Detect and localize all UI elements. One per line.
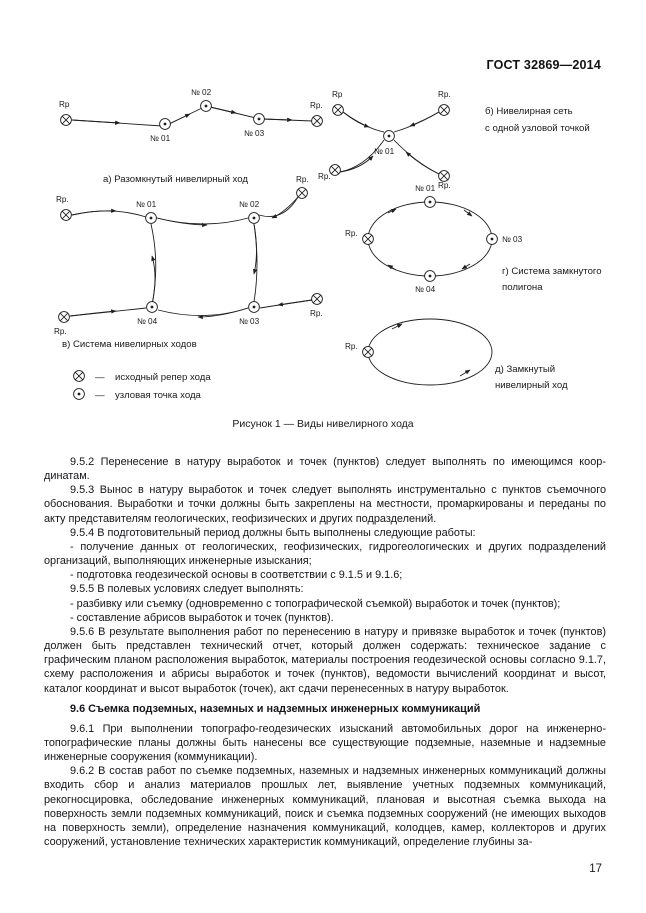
symbol-node-v-04 — [146, 301, 158, 313]
symbol-benchmark-v-tr — [296, 187, 308, 199]
paragraph-9-5-3: 9.5.3 Вынос в натуру выработок и точек с… — [44, 484, 606, 525]
diagram-g-caption-line1: г) Система замкнутого — [502, 266, 602, 277]
paragraph-9-5-5: 9.5.5 В полевых условиях следует выполня… — [70, 583, 304, 596]
legend-text-benchmark: исходный репер хода — [115, 372, 211, 383]
symbol-benchmark-d-left — [362, 346, 374, 358]
body-content: 9.5.2 Перенесение в натуру выработок и т… — [44, 455, 606, 849]
symbol-node-g-01 — [424, 196, 436, 208]
diagram-v-caption: в) Система нивелирных ходов — [62, 339, 197, 350]
symbol-benchmark-v-bl — [58, 311, 70, 323]
diagram-v-label-02: № 02 — [239, 200, 260, 209]
symbol-node-b-01 — [383, 130, 395, 142]
symbol-node-v-02 — [248, 212, 260, 224]
diagram-v-traverse-system: Rp. Rp. Rp. Rp. — [54, 175, 323, 350]
symbol-node-g-03 — [486, 233, 498, 245]
diagram-b-label-01: № 01 — [374, 147, 395, 156]
diagram-g-closed-polygon: Rp. № 01 № 03 № 04 — [345, 184, 602, 294]
diagram-b-label-rp-tr: Rp. — [438, 90, 451, 99]
legend-dash-node: — — [95, 390, 105, 401]
symbol-benchmark-b-tl — [332, 104, 344, 116]
symbol-benchmark-v-br — [311, 293, 323, 305]
diagram-a-label-rp-end: Rp. — [310, 101, 323, 110]
diagram-g-label-rp: Rp. — [345, 229, 358, 238]
diagram-v-label-rp-tl: Rp. — [56, 195, 69, 204]
symbol-benchmark-a-end — [311, 115, 323, 127]
symbol-node-a-02 — [200, 100, 212, 112]
diagram-d-closed-traverse: Rp. д) Замкнутый нивелирный ход — [345, 318, 568, 391]
diagram-g-label-04: № 04 — [415, 285, 436, 294]
diagram-a-label-02: № 02 — [191, 88, 212, 97]
diagram-b-caption-line1: б) Нивелирная сеть — [485, 106, 573, 117]
diagram-d-label-rp: Rp. — [345, 342, 358, 351]
paragraph-9-5-4-item-1: - получение данных от геологических, гео… — [44, 540, 606, 568]
paragraph-9-6-2: 9.6.2 В состав работ по съемке подземных… — [44, 765, 606, 849]
paragraph-9-6-1: 9.6.1 При выполнении топографо-геодезиче… — [44, 722, 606, 764]
diagram-a-label-03: № 03 — [244, 129, 265, 138]
diagram-b-label-rp-br: Rp. — [438, 181, 451, 190]
document-standard-header: ГОСТ 32869—2014 — [486, 58, 601, 72]
symbol-benchmark-a-start — [60, 114, 72, 126]
section-heading-9-6: 9.6 Съемка подземных, наземных и надземн… — [70, 702, 481, 715]
page-number: 17 — [589, 863, 602, 875]
diagram-v-label-rp-tr: Rp. — [296, 175, 309, 184]
diagram-g-caption-line2: полигона — [502, 282, 543, 293]
diagram-d-caption-line1: д) Замкнутый — [495, 364, 555, 375]
legend-text-node: узловая точка хода — [115, 390, 202, 401]
symbol-node-v-03 — [248, 301, 260, 313]
paragraph-9-5-2: 9.5.2 Перенесение в натуру выработок и т… — [44, 456, 606, 483]
paragraph-9-5-4-item-2: - подготовка геодезической основы в соот… — [70, 569, 403, 582]
diagram-b-caption-line2: с одной узловой точкой — [485, 123, 590, 134]
diagram-a-label-01: № 01 — [150, 134, 171, 143]
paragraph-9-5-6: 9.5.6 В результате выполнения работ по п… — [44, 625, 606, 695]
paragraph-9-5-5-item-1: - разбивку или съемку (одновременно с то… — [70, 597, 561, 610]
diagram-v-label-rp-bl: Rp. — [54, 327, 67, 336]
symbol-benchmark-legend — [73, 370, 85, 382]
symbol-node-a-01 — [159, 118, 171, 130]
diagram-b-label-rp-bl: Rp. — [318, 172, 331, 181]
diagram-v-label-03: № 03 — [239, 317, 260, 326]
diagram-d-caption-line2: нивелирный ход — [495, 380, 568, 391]
figure-legend: — исходный репер хода — узловая точка хо… — [73, 370, 211, 401]
symbol-node-legend — [73, 388, 85, 400]
diagram-v-label-rp-br: Rp. — [310, 309, 323, 318]
diagram-a-label-rp-start: Rp — [59, 100, 70, 109]
symbol-benchmark-v-tl — [60, 209, 72, 221]
diagram-v-label-04: № 04 — [137, 317, 158, 326]
diagram-b-label-rp-tl: Rp — [332, 90, 343, 99]
symbol-benchmark-g-left — [362, 233, 374, 245]
diagram-v-label-01: № 01 — [136, 200, 157, 209]
symbol-node-v-01 — [145, 212, 157, 224]
symbol-node-a-03 — [253, 113, 265, 125]
figure-1-svg: Rp № 01 № 02 № 03 — [54, 88, 602, 401]
paragraph-9-5-5-item-2: - составление абрисов выработок и точек … — [70, 611, 334, 624]
figure-1-caption: Рисунок 1 — Виды нивелирного хода — [232, 418, 414, 430]
legend-item-benchmark: — исходный репер хода — [73, 370, 211, 383]
figure-1-diagrams: Rp № 01 № 02 № 03 — [40, 84, 610, 439]
symbol-node-g-04 — [424, 270, 436, 282]
diagram-a-caption: а) Разомкнутый нивелирный ход — [103, 174, 248, 185]
symbol-benchmark-b-br — [438, 170, 450, 182]
diagram-g-label-03: № 03 — [502, 235, 523, 244]
diagram-a-open-traverse: Rp № 01 № 02 № 03 — [59, 88, 323, 185]
diagram-g-label-01: № 01 — [415, 184, 436, 193]
legend-item-node: — узловая точка хода — [73, 388, 202, 401]
diagram-b-network-one-node: Rp Rp. Rp. Rp. — [318, 90, 590, 190]
symbol-benchmark-b-tr — [438, 104, 450, 116]
legend-dash-benchmark: — — [95, 372, 105, 383]
symbol-benchmark-b-bl — [329, 164, 341, 176]
paragraph-9-5-4: 9.5.4 В подготовительный период должны б… — [70, 526, 476, 539]
